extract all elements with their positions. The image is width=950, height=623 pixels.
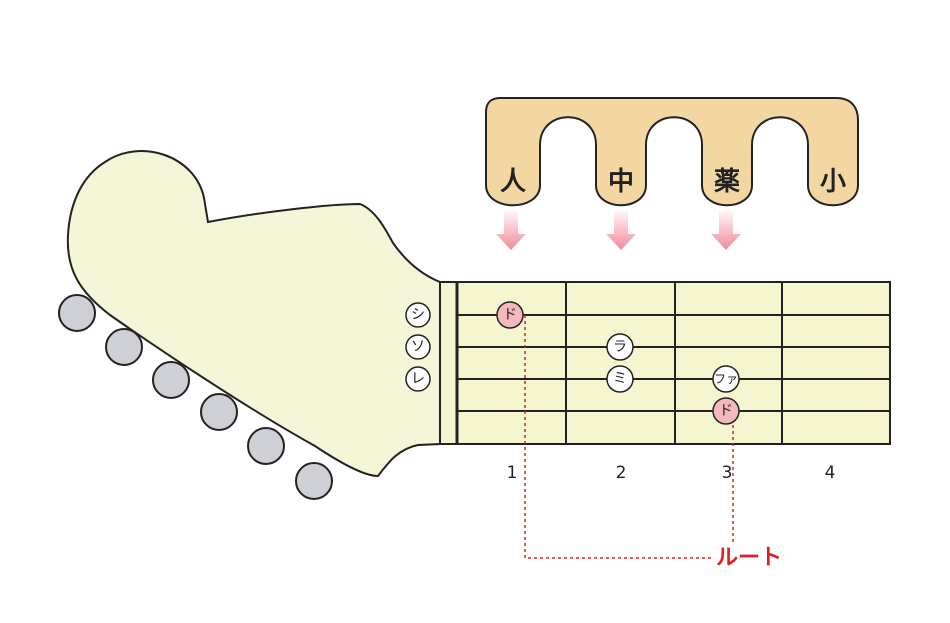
open-string-circle bbox=[405, 366, 431, 392]
tuning-peg bbox=[200, 393, 238, 431]
open-string-label: ソ bbox=[411, 339, 425, 355]
fret-number: 4 bbox=[825, 463, 836, 483]
fret-number: 1 bbox=[507, 463, 518, 483]
arrow-down-icon bbox=[606, 210, 636, 250]
tuning-peg bbox=[152, 361, 190, 399]
root-line-fret1 bbox=[524, 315, 712, 559]
arrow-down-icon bbox=[711, 210, 741, 250]
fret-number: 3 bbox=[722, 463, 733, 483]
tuning-peg bbox=[105, 328, 143, 366]
fret-number: 2 bbox=[616, 463, 627, 483]
root-connector bbox=[524, 315, 734, 559]
note-label: ミ bbox=[613, 371, 627, 387]
root-note-label: ド bbox=[719, 403, 733, 419]
root-label: ルート bbox=[716, 546, 782, 571]
tuning-peg bbox=[295, 462, 333, 500]
tuning-pegs bbox=[58, 294, 333, 500]
note-marker bbox=[606, 365, 634, 393]
finger-label-pinky: 小 bbox=[820, 167, 846, 197]
open-string-notes: シ ソ レ bbox=[405, 302, 431, 392]
note-marker bbox=[712, 365, 740, 393]
finger-label-middle: 中 bbox=[608, 167, 634, 197]
fret-numbers: 1 2 3 4 bbox=[507, 463, 836, 483]
open-string-label: レ bbox=[411, 371, 425, 387]
root-note-label: ド bbox=[503, 307, 517, 323]
root-note-marker bbox=[496, 301, 524, 329]
note-marker bbox=[606, 333, 634, 361]
finger-arrows bbox=[496, 210, 741, 250]
finger-hand bbox=[485, 97, 859, 207]
finger-label-index: 人 bbox=[500, 167, 526, 197]
fretted-notes: ド ラ ミ ファ ド bbox=[496, 301, 740, 425]
open-string-circle bbox=[405, 334, 431, 360]
root-note-marker bbox=[712, 397, 740, 425]
open-string-circle bbox=[405, 302, 431, 328]
tuning-peg bbox=[247, 427, 285, 465]
arrow-down-icon bbox=[496, 210, 526, 250]
note-label: ファ bbox=[714, 372, 738, 386]
tuning-peg bbox=[58, 294, 96, 332]
note-label: ラ bbox=[613, 339, 627, 355]
open-string-label: シ bbox=[411, 307, 425, 323]
headstock bbox=[66, 150, 441, 478]
finger-label-ring: 薬 bbox=[714, 167, 740, 197]
